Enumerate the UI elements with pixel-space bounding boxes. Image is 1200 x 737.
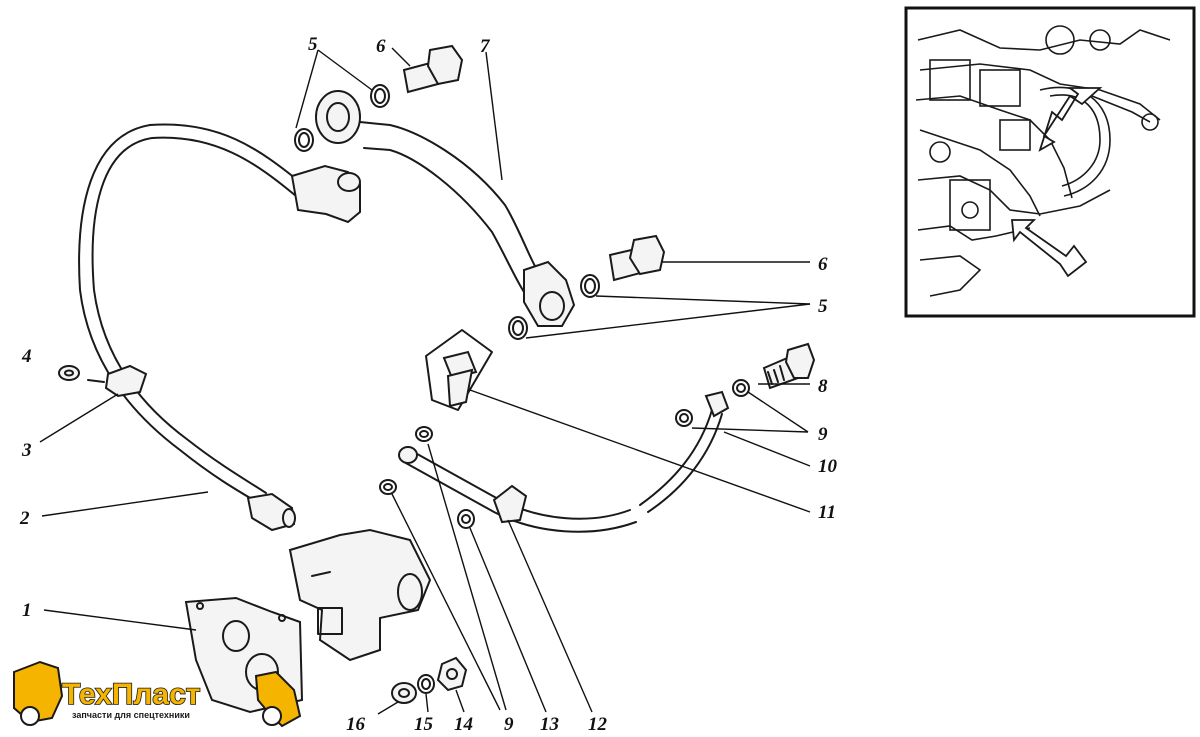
callout-3: 3 [21, 440, 32, 461]
thin-tube-part-10 [639, 390, 730, 513]
callout-1: 1 [22, 600, 32, 621]
banjo-tube-part-7 [315, 90, 576, 327]
callout-labels: 1 2 3 4 5 6 7 6 5 8 9 10 11 16 15 14 9 1… [19, 34, 838, 735]
callout-8: 8 [818, 376, 828, 397]
lock-washer-part-15 [417, 674, 435, 694]
thin-tube-part-12 [398, 446, 637, 533]
washer-part-5-b [294, 128, 314, 152]
banjo-bolt-part-6-top [402, 44, 464, 94]
callout-16: 16 [346, 714, 366, 735]
brand-logo: ТехПласт запчасти для спецтехники [13, 660, 302, 728]
washer-part-9-a [415, 426, 433, 442]
inset-location-view [904, 6, 1196, 318]
callout-12: 12 [588, 714, 608, 735]
arrow-icon [1038, 87, 1103, 152]
loader-logo-icon [13, 660, 302, 728]
callout-2: 2 [19, 508, 30, 529]
banjo-bolt-part-6-right [608, 234, 666, 282]
callout-10: 10 [818, 456, 838, 477]
callout-7: 7 [480, 36, 491, 57]
nut-part-14 [436, 656, 468, 692]
long-tube-part-2 [78, 123, 361, 532]
washer-part-5-c [580, 274, 600, 298]
washer-part-9-d [732, 379, 750, 397]
bolt-part-8 [762, 342, 816, 390]
arrow-icon [1011, 219, 1088, 278]
washer-part-9-c [675, 409, 693, 427]
clamp-part-3 [87, 364, 148, 398]
leader-lines [39, 47, 811, 715]
callout-5-top: 5 [308, 34, 318, 55]
callout-14: 14 [454, 714, 473, 735]
washer-part-4 [58, 365, 80, 381]
washer-part-13 [457, 509, 475, 529]
washer-part-5-a [370, 84, 390, 108]
callout-6-right: 6 [818, 254, 828, 275]
callout-9-right: 9 [818, 424, 828, 445]
logo-name: ТехПласт [62, 678, 201, 711]
bolt-part-11 [425, 329, 493, 411]
callout-9-bottom: 9 [504, 714, 514, 735]
washer-part-9-b [379, 479, 397, 495]
callout-11: 11 [818, 502, 836, 523]
callout-5-right: 5 [818, 296, 828, 317]
callout-6-top: 6 [376, 36, 386, 57]
pump-body [288, 528, 432, 662]
callout-4: 4 [21, 346, 32, 367]
washer-part-5-d [508, 316, 528, 340]
callout-15: 15 [414, 714, 434, 735]
logo-tagline: запчасти для спецтехники [72, 710, 190, 720]
callout-13: 13 [540, 714, 559, 735]
washer-part-16 [391, 682, 417, 704]
